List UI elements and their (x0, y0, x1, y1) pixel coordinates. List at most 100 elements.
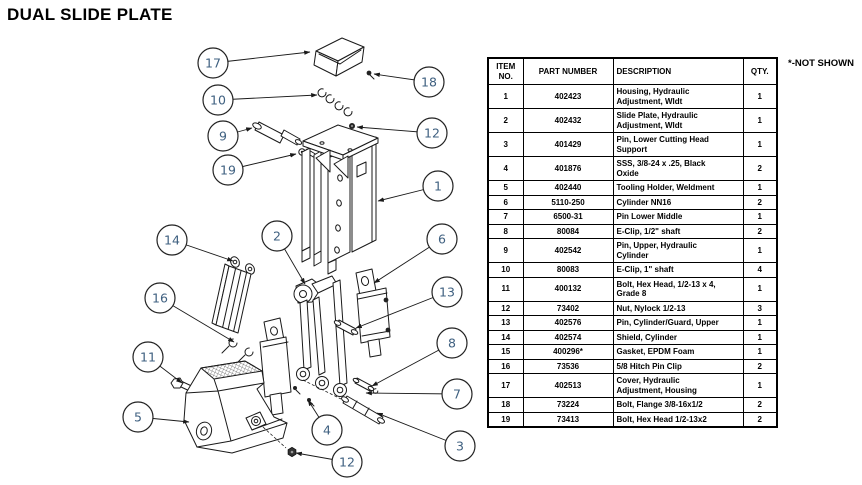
table-header-row: ITEM NO. PART NUMBER DESCRIPTION QTY. (487, 57, 778, 85)
balloon-number: 13 (439, 285, 455, 300)
cell-qty: 2 (742, 194, 778, 210)
cell-part-number: 401876 (522, 156, 614, 181)
part-set-screws (293, 386, 315, 407)
balloon-circle (444, 430, 476, 462)
callout-balloon-16: 16 (144, 282, 176, 314)
header-item-no: ITEM NO. (487, 57, 524, 85)
cell-description: Pin, Cylinder/Guard, Upper (612, 315, 744, 331)
part-flange-bolt-18 (366, 70, 375, 80)
balloon-number: 4 (323, 423, 331, 438)
callout-balloon-4: 4 (311, 414, 343, 446)
cell-part-number: 5110-250 (522, 194, 614, 210)
callout-balloon-17: 17 (197, 47, 229, 79)
callout-balloon-10: 10 (202, 84, 234, 116)
cell-description: E-Clip, 1/2" shaft (612, 223, 744, 239)
cell-item-no: 10 (487, 262, 524, 278)
leader-line-13 (355, 291, 448, 329)
callout-balloon-13: 13 (431, 276, 463, 308)
cell-item-no: 16 (487, 358, 524, 374)
callout-balloon-9: 9 (207, 120, 239, 152)
cell-qty: 1 (742, 238, 778, 263)
balloon-number: 5 (134, 410, 142, 425)
cell-item-no: 2 (487, 108, 524, 133)
cell-item-no: 13 (487, 315, 524, 331)
callout-balloon-11: 11 (132, 341, 164, 373)
cell-description: Pin Lower Middle (612, 209, 744, 225)
cell-item-no: 12 (487, 300, 524, 316)
cell-part-number: 73402 (522, 300, 614, 316)
cell-item-no: 15 (487, 344, 524, 360)
cell-description: Gasket, EPDM Foam (612, 344, 744, 360)
cell-qty: 1 (742, 84, 778, 109)
balloon-number: 7 (453, 387, 461, 402)
balloon-number: 3 (456, 439, 464, 454)
assembly-axis-lines (262, 379, 342, 449)
part-pin-13 (333, 319, 359, 336)
callout-balloon-5: 5 (122, 401, 154, 433)
cell-item-no: 5 (487, 180, 524, 196)
leader-line-17 (212, 50, 311, 64)
cell-part-number: 400296* (522, 344, 614, 360)
cell-part-number: 402432 (522, 108, 614, 133)
balloon-circle (202, 84, 234, 116)
cell-qty: 1 (742, 329, 778, 345)
part-cylinder-left (259, 317, 292, 416)
cell-part-number: 402440 (522, 180, 614, 196)
callout-balloon-18: 18 (413, 66, 445, 98)
part-cover (313, 37, 365, 77)
cell-qty: 2 (742, 411, 778, 428)
cell-part-number: 73536 (522, 358, 614, 374)
balloon-number: 17 (205, 56, 221, 71)
cell-qty: 1 (742, 276, 778, 302)
part-hitch-clips (221, 338, 254, 363)
cell-item-no: 8 (487, 223, 524, 239)
not-shown-note: *-NOT SHOWN (788, 58, 854, 69)
part-cylinder-right (355, 268, 391, 358)
cell-part-number: 402513 (522, 373, 614, 398)
balloon-circle (144, 282, 176, 314)
cell-part-number: 80083 (522, 262, 614, 278)
cell-qty: 3 (742, 300, 778, 316)
balloon-circle (197, 47, 229, 79)
cell-description: Housing, Hydraulic Adjustment, Wldt (612, 84, 744, 109)
cell-description: Shield, Cylinder (612, 329, 744, 345)
cell-item-no: 1 (487, 84, 524, 109)
balloon-circle (331, 446, 363, 478)
cell-qty: 1 (742, 209, 778, 225)
cell-qty: 1 (742, 344, 778, 360)
cell-item-no: 11 (487, 276, 524, 302)
part-slide-plate (293, 275, 348, 397)
cell-qty: 4 (742, 262, 778, 278)
balloon-circle (416, 117, 448, 149)
cell-description: 5/8 Hitch Pin Clip (612, 358, 744, 374)
cell-description: Cover, Hydraulic Adjustment, Housing (612, 373, 744, 398)
header-qty: QTY. (742, 57, 778, 85)
balloon-number: 12 (339, 455, 355, 470)
cell-description: Slide Plate, Hydraulic Adjustment, Wldt (612, 108, 744, 133)
cell-part-number: 402542 (522, 238, 614, 263)
balloon-number: 11 (140, 350, 156, 365)
callout-balloon-19: 19 (212, 154, 244, 186)
cell-qty: 1 (742, 180, 778, 196)
cell-item-no: 7 (487, 209, 524, 225)
cell-item-no: 18 (487, 397, 524, 413)
cell-description: Bolt, Flange 3/8-16x1/2 (612, 397, 744, 413)
balloon-circle (311, 414, 343, 446)
cell-description: Nut, Nylock 1/2-13 (612, 300, 744, 316)
cell-description: Bolt, Hex Head 1/2-13x2 (612, 411, 744, 428)
cell-item-no: 19 (487, 411, 524, 428)
cell-part-number: 400132 (522, 276, 614, 302)
balloon-number: 14 (164, 233, 180, 248)
cell-item-no: 14 (487, 329, 524, 345)
cell-qty: 1 (742, 315, 778, 331)
